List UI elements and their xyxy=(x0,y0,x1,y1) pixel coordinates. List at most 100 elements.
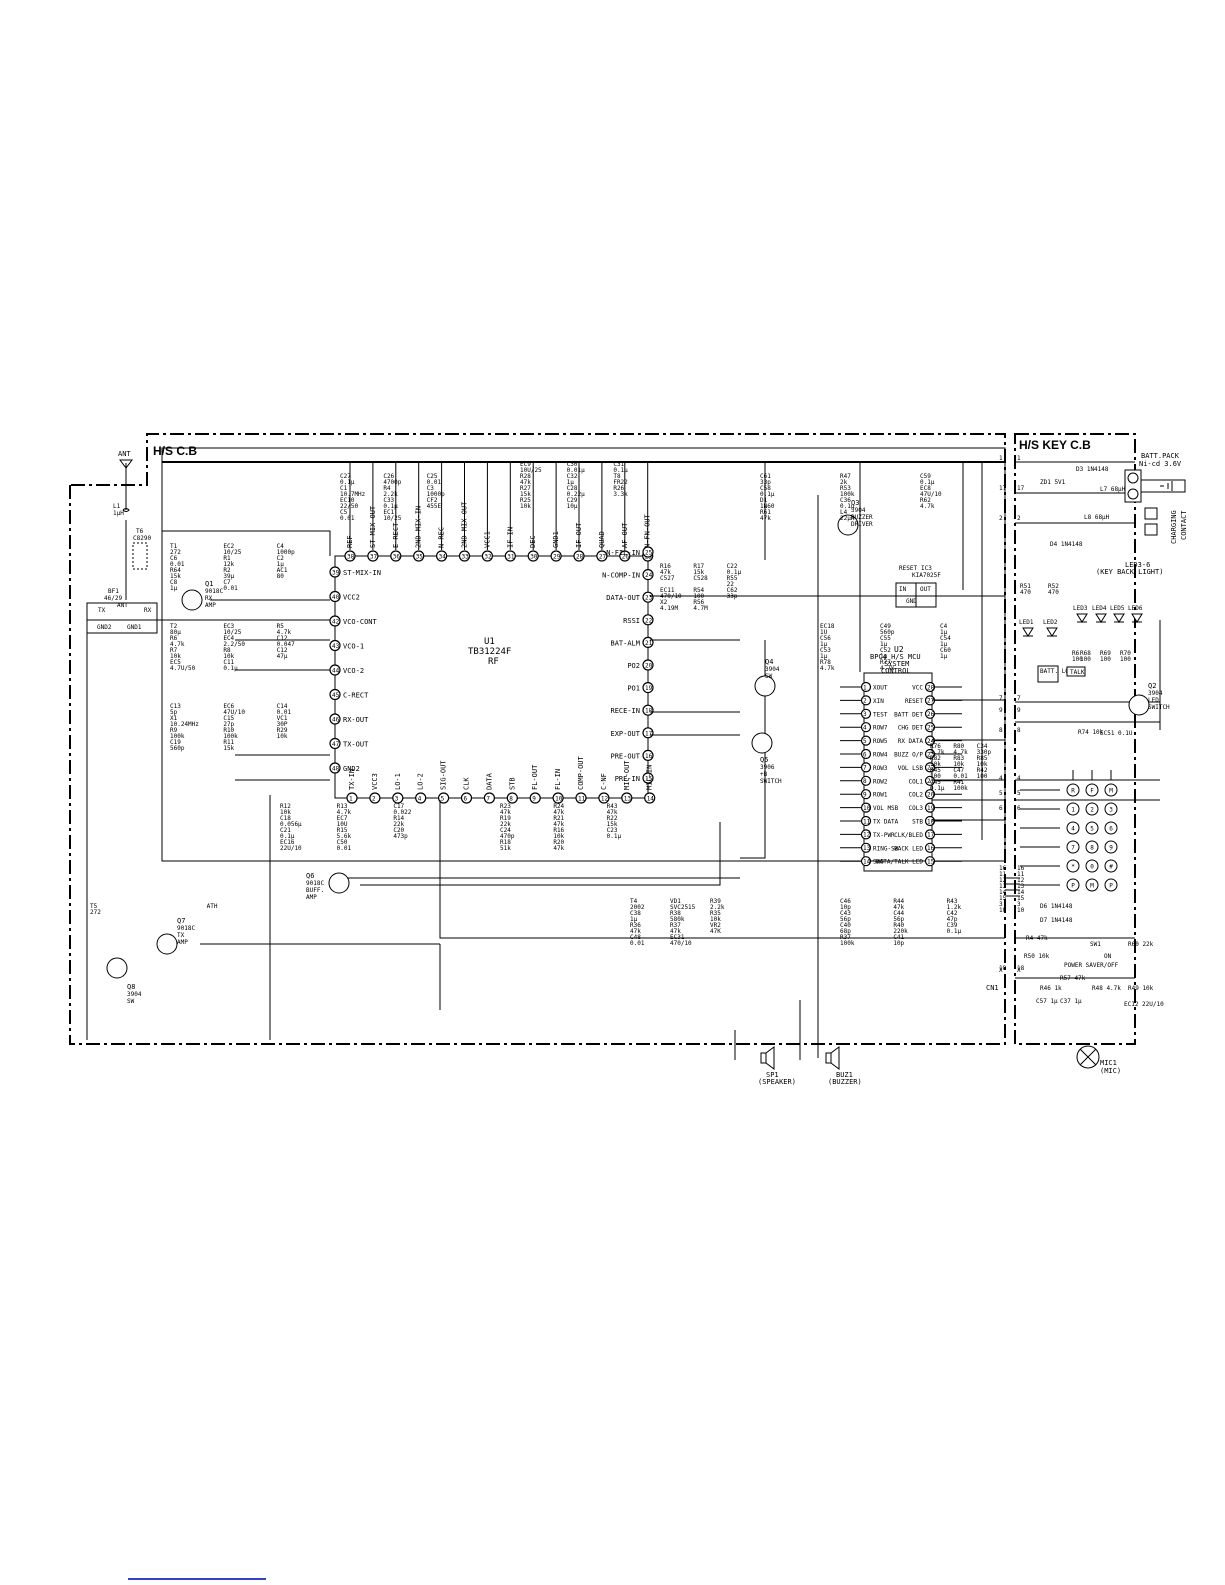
component-value: 100k xyxy=(840,940,855,947)
component-value: 4.7k xyxy=(930,749,945,756)
u2-pin-num: 28 xyxy=(927,684,935,691)
component-ref: R78 xyxy=(820,659,831,666)
connector-pin-right: 17 xyxy=(1017,485,1025,492)
component-ref: R53 xyxy=(840,485,851,492)
u2-pin-3 xyxy=(860,708,872,719)
u1-func: RF xyxy=(488,657,499,667)
component-ref: R15 xyxy=(337,827,348,834)
d3-label: D3 1N4148 xyxy=(1076,466,1109,473)
component-ref: C42 xyxy=(947,910,958,917)
component-value: 10k xyxy=(277,733,288,740)
component-ref: C38 xyxy=(630,910,641,917)
l7-label: L7 68µH xyxy=(1100,486,1126,493)
transistor-part: 9018C xyxy=(177,925,195,932)
component-ref: C61 xyxy=(760,473,771,480)
connector-pin-right: 1 xyxy=(1017,455,1021,462)
u1-pin-name: BAT-ALM xyxy=(610,639,640,647)
u1-pin-name: TX-OUT xyxy=(343,741,369,749)
u1-pin-name: VCC1 xyxy=(483,531,491,548)
connector-pin-right: 9 xyxy=(1017,707,1021,714)
u2-pin-13 xyxy=(860,842,872,853)
component-value: 47U/10 xyxy=(920,491,942,498)
led-resistor-value: 470 xyxy=(1020,589,1031,596)
u1-pin-num: 25 xyxy=(645,550,653,557)
u2-pin-name: TEST xyxy=(873,711,888,718)
u2-pin-num: 21 xyxy=(927,778,935,785)
ic3-reset: RESET xyxy=(899,565,917,572)
u2-pin-num: 25 xyxy=(927,725,935,732)
component-value: 0.1µ xyxy=(613,467,628,474)
u1-pin-num: 36 xyxy=(393,554,401,561)
component-ref: R40 xyxy=(893,922,904,929)
u1-pin-name: STB xyxy=(508,777,516,790)
key-label: 1 xyxy=(1071,806,1075,813)
u1-pin-name: N-FIL-IN xyxy=(606,549,640,557)
u2-pin-14 xyxy=(860,856,872,867)
u2-func2: CONTROL xyxy=(881,667,911,675)
transistor-role: TX xyxy=(177,932,185,939)
component-ref: R5 xyxy=(277,623,285,630)
component-ref: EC5 xyxy=(170,659,181,666)
key-label: 0 xyxy=(1090,863,1094,870)
u2-pin-17 xyxy=(924,829,936,840)
bottom-link-underline[interactable] xyxy=(128,1578,266,1580)
charging-label: CHARGING xyxy=(1170,510,1178,544)
u1-pin-num: 2 xyxy=(372,796,376,803)
component-value: 1000p xyxy=(427,491,445,498)
ic3-out: OUT xyxy=(920,586,931,593)
transistor-part: 3904 xyxy=(1148,690,1163,697)
u1-pin-num: 29 xyxy=(553,554,561,561)
component-value: 10U xyxy=(337,821,348,828)
u2-pin-28 xyxy=(924,681,936,693)
t6-coil xyxy=(132,542,148,570)
component-ref: R36 xyxy=(630,922,641,929)
component-ref: C31 xyxy=(613,461,624,468)
led-label: LED5 xyxy=(1110,605,1125,612)
u1-pin-name: ST-MIX-IN xyxy=(343,569,381,577)
batt-pack-label: BATT.PACK xyxy=(1141,452,1180,460)
led-resistor-value: 100 xyxy=(1100,656,1111,663)
u2-pin-name: TX DATA xyxy=(873,819,899,826)
component-ref: EC8 xyxy=(920,485,931,492)
connector-pin-left: 14 xyxy=(999,889,1007,896)
component-value: 47k xyxy=(553,821,564,828)
u2-pin-name: BACK LED xyxy=(894,845,923,852)
component-ref: C3 xyxy=(427,485,435,492)
component-value: 0.1µ xyxy=(607,833,622,840)
component-value: 4.7k xyxy=(170,641,185,648)
transistor-ref: Q1 xyxy=(205,580,213,588)
u1-pin-num: 19 xyxy=(645,685,653,692)
component-ref: EC7 xyxy=(337,815,348,822)
component-ref: R13 xyxy=(337,803,348,810)
component-ref: R17 xyxy=(693,563,704,570)
key-button xyxy=(1085,821,1099,835)
u2-pin-name: SW6 xyxy=(873,859,884,866)
u1-pin-num: 4 xyxy=(418,796,422,803)
led-resistor-ref: R51 xyxy=(1020,583,1031,590)
u2-pin-26 xyxy=(924,708,936,719)
u1-pin-16 xyxy=(642,749,654,762)
connector-pin-left: X xyxy=(999,967,1003,974)
component-value: 22µH xyxy=(840,515,855,522)
u2-pin-21 xyxy=(924,775,936,786)
bf1-part: 46/29 xyxy=(104,595,122,602)
key-button xyxy=(1104,821,1118,835)
component-value: 0.1µ xyxy=(280,833,295,840)
r50-label: R50 10k xyxy=(1024,953,1050,960)
u2-pin-12 xyxy=(860,829,872,840)
u1-pin-num: 15 xyxy=(645,776,653,783)
transistor-part: 3906 xyxy=(760,764,775,771)
component-ref: C18 xyxy=(280,815,291,822)
transistor-part: 3904 xyxy=(851,507,866,514)
u1-pin-24 xyxy=(642,568,654,581)
u1-pin-name: DATA xyxy=(485,772,493,790)
key-button xyxy=(1066,878,1080,892)
led-resistor-ref: R6 xyxy=(1072,650,1080,657)
led-label: LED4 xyxy=(1092,605,1107,612)
key-button xyxy=(1085,840,1099,854)
component-ref: C8 xyxy=(170,579,178,586)
u1-pin-name: PO2 xyxy=(627,662,640,670)
component-ref: T1 xyxy=(170,543,178,550)
component-ref: R9 xyxy=(170,727,178,734)
